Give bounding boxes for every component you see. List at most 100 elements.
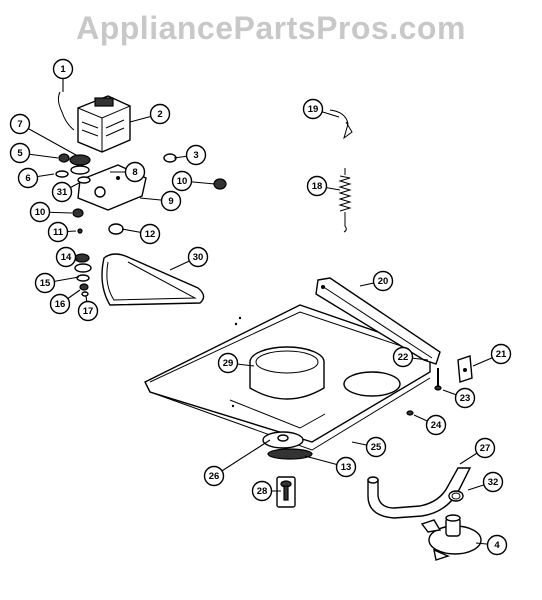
callout-circle bbox=[474, 437, 496, 459]
callout-circle bbox=[17, 167, 39, 189]
bolt bbox=[276, 476, 296, 508]
callout-circle bbox=[149, 103, 171, 125]
callout-32[interactable]: 32 bbox=[482, 471, 504, 493]
pump bbox=[420, 514, 482, 561]
callout-number: 26 bbox=[209, 471, 220, 482]
callout-number: 31 bbox=[57, 187, 68, 198]
callout-circle bbox=[55, 246, 77, 268]
callout-number: 19 bbox=[308, 104, 319, 115]
callout-number: 3 bbox=[193, 150, 198, 161]
callout-number: 12 bbox=[145, 229, 156, 240]
callout-number: 5 bbox=[17, 148, 23, 159]
callout-17[interactable]: 17 bbox=[77, 300, 99, 322]
callout-number: 25 bbox=[371, 442, 382, 453]
watermark: AppliancePartsPros.com bbox=[76, 10, 466, 46]
callout-1[interactable]: 1 bbox=[52, 58, 74, 80]
callout-number: 16 bbox=[55, 299, 66, 310]
callout-number: 10 bbox=[177, 176, 188, 187]
callout-number: 28 bbox=[257, 486, 268, 497]
side-opening bbox=[343, 371, 401, 397]
callout-27[interactable]: 27 bbox=[474, 437, 496, 459]
callout-number: 27 bbox=[480, 443, 491, 454]
callout-24[interactable]: 24 bbox=[425, 414, 447, 436]
callout-circle bbox=[160, 190, 182, 212]
callout-circle bbox=[29, 201, 51, 223]
callout-number: 15 bbox=[40, 278, 51, 289]
callout-number: 1 bbox=[60, 64, 66, 75]
callout-number: 21 bbox=[496, 349, 507, 360]
callout-circle bbox=[454, 387, 476, 409]
callout-number: 14 bbox=[61, 252, 72, 263]
clip bbox=[329, 109, 353, 140]
callout-circle bbox=[251, 480, 273, 502]
callout-circle bbox=[486, 534, 508, 556]
callout-25[interactable]: 25 bbox=[365, 436, 387, 458]
callout-number: 4 bbox=[494, 540, 500, 551]
callout-29[interactable]: 29 bbox=[217, 352, 239, 374]
callout-circle bbox=[372, 270, 394, 292]
callout-circle bbox=[392, 346, 414, 368]
callout-2[interactable]: 2 bbox=[149, 103, 171, 125]
callout-23[interactable]: 23 bbox=[454, 387, 476, 409]
small-screw bbox=[406, 410, 414, 416]
callout-circle bbox=[171, 170, 193, 192]
transmission bbox=[77, 95, 131, 153]
callout-18[interactable]: 18 bbox=[306, 175, 328, 197]
leader-line-7 bbox=[19, 123, 77, 156]
callout-circle bbox=[139, 223, 161, 245]
callout-circle bbox=[365, 436, 387, 458]
callout-20[interactable]: 20 bbox=[372, 270, 394, 292]
hub bbox=[262, 431, 313, 460]
callout-number: 29 bbox=[223, 358, 234, 369]
callout-12[interactable]: 12 bbox=[139, 223, 161, 245]
bracket bbox=[457, 355, 473, 383]
callout-21[interactable]: 21 bbox=[490, 343, 512, 365]
callout-26[interactable]: 26 bbox=[203, 465, 225, 487]
callout-14[interactable]: 14 bbox=[55, 246, 77, 268]
callout-10[interactable]: 10 bbox=[29, 201, 51, 223]
callout-4[interactable]: 4 bbox=[486, 534, 508, 556]
callout-16[interactable]: 16 bbox=[49, 293, 71, 315]
callout-11[interactable]: 11 bbox=[47, 221, 69, 243]
callout-8[interactable]: 8 bbox=[124, 161, 146, 183]
callout-9[interactable]: 9 bbox=[160, 190, 182, 212]
callout-circle bbox=[187, 246, 209, 268]
callout-28[interactable]: 28 bbox=[251, 480, 273, 502]
callout-number: 20 bbox=[378, 276, 389, 287]
callout-22[interactable]: 22 bbox=[392, 346, 414, 368]
callout-number: 24 bbox=[431, 420, 442, 431]
hose bbox=[57, 91, 75, 131]
callout-circle bbox=[185, 144, 207, 166]
callout-circle bbox=[51, 181, 73, 203]
callout-circle bbox=[47, 221, 69, 243]
callout-circle bbox=[9, 113, 31, 135]
callout-31[interactable]: 31 bbox=[51, 181, 73, 203]
callout-circle bbox=[302, 98, 324, 120]
callout-10[interactable]: 10 bbox=[171, 170, 193, 192]
callout-circle bbox=[203, 465, 225, 487]
callout-circle bbox=[217, 352, 239, 374]
drive-belt bbox=[101, 253, 205, 306]
spring bbox=[338, 168, 352, 233]
callout-19[interactable]: 19 bbox=[302, 98, 324, 120]
callout-number: 7 bbox=[17, 119, 22, 130]
pulley-parts bbox=[55, 153, 227, 297]
callout-30[interactable]: 30 bbox=[187, 246, 209, 268]
center-tube bbox=[249, 346, 325, 400]
callout-circle bbox=[77, 300, 99, 322]
callout-circle bbox=[9, 142, 31, 164]
callout-6[interactable]: 6 bbox=[17, 167, 39, 189]
brace-bar bbox=[315, 277, 441, 365]
drain-hose bbox=[367, 467, 472, 519]
callout-circle bbox=[34, 272, 56, 294]
callout-5[interactable]: 5 bbox=[9, 142, 31, 164]
leader-line-26 bbox=[213, 439, 271, 477]
callout-7[interactable]: 7 bbox=[9, 113, 31, 135]
callout-15[interactable]: 15 bbox=[34, 272, 56, 294]
callout-number: 9 bbox=[168, 196, 173, 207]
callout-number: 18 bbox=[312, 181, 323, 192]
callout-3[interactable]: 3 bbox=[185, 144, 207, 166]
callout-13[interactable]: 13 bbox=[335, 456, 357, 478]
callout-number: 17 bbox=[83, 306, 94, 317]
